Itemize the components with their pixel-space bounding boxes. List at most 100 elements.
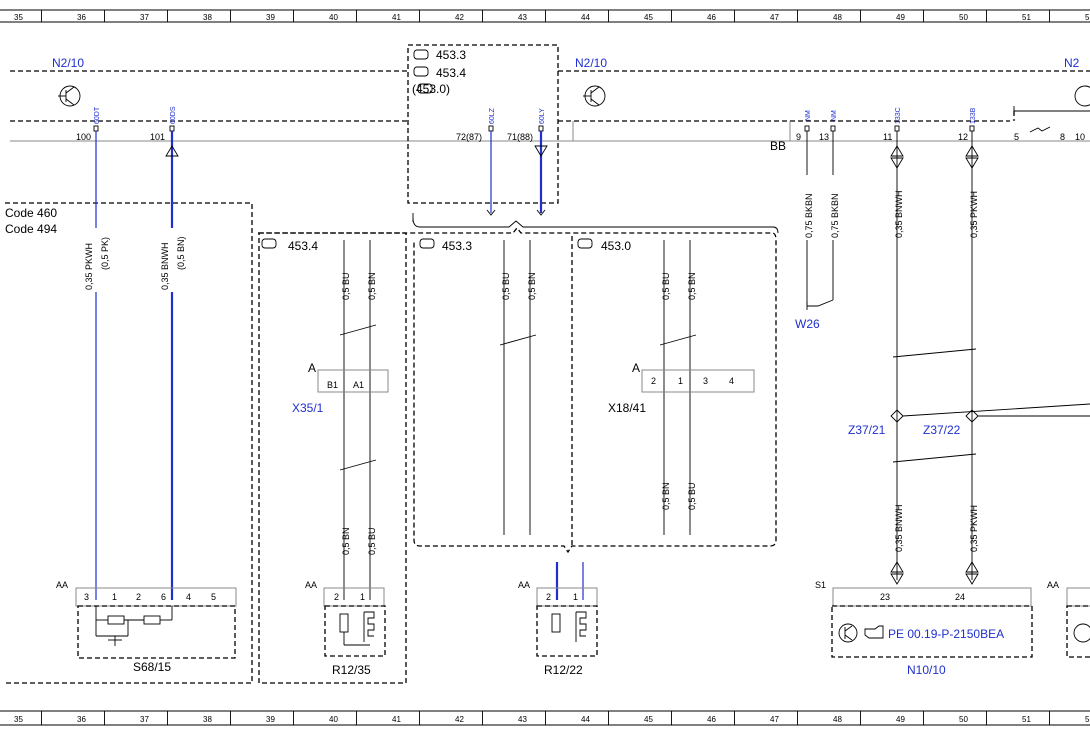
ruler-label: 52 (1085, 715, 1090, 724)
pin-label: 23 (880, 592, 890, 602)
pin-label: 6 (161, 592, 166, 602)
ruler-label: 51 (1022, 715, 1031, 724)
pin-13: 13 (819, 132, 829, 142)
car-icon (419, 238, 435, 249)
connector-aa: AA (56, 580, 68, 590)
wire-60ly (534, 131, 548, 216)
ruler-label: 35 (14, 715, 23, 724)
wire-code: 133C (895, 107, 902, 124)
pin-72: 72(87) (456, 132, 482, 142)
pin-label: 2 (136, 592, 141, 602)
partial-component-right: AA (1047, 580, 1090, 658)
w26-harness: 0,75 BKBN 0,75 BKBN W26 (795, 131, 840, 331)
wire-label: 0,5 BN (367, 272, 377, 300)
wire-label: 0,5 BU (501, 272, 511, 300)
wire-code: 60DT (94, 106, 101, 124)
pin-10: 10 (1075, 132, 1085, 142)
ruler-label: 39 (266, 13, 275, 22)
wire-label: (0,5 BN) (176, 236, 186, 270)
pin-11: 11 (883, 132, 892, 142)
component-label-x18-41: X18/41 (608, 401, 646, 415)
ruler-label: 41 (392, 13, 401, 22)
code-label: Code 494 (5, 222, 57, 236)
pin-label: 1 (360, 592, 365, 602)
ruler-label: 35 (14, 13, 23, 22)
code-label: Code 460 (5, 206, 57, 220)
section-453-0: 453.0 0,5 BU 0,5 BN A 2 1 3 4 X18/41 0,5… (571, 236, 755, 546)
component-label-s68-15: S68/15 (133, 660, 171, 674)
pin-label: 2 (546, 592, 551, 602)
reference-link[interactable]: PE 00.19-P-2150BEA (888, 627, 1004, 641)
wire-label: 0,35 PKWH (969, 505, 979, 552)
component-label-w26: W26 (795, 317, 820, 331)
ruler-label: 43 (518, 715, 527, 724)
ruler-label: 39 (266, 715, 275, 724)
pointing-hand-icon (864, 625, 884, 639)
ruler-label: 38 (203, 13, 212, 22)
ruler-label: 46 (707, 715, 716, 724)
pin-label: 5 (211, 592, 216, 602)
car-icon (413, 66, 429, 77)
n2-10-module: N2/10 N2/10 N2 (10, 56, 1090, 153)
section-453-4: 453.4 0,5 BU 0,5 BN A B1 A1 X35/1 0,5 BN… (258, 232, 407, 684)
connector-aa: AA (305, 580, 317, 590)
top-ruler: 353637383940414243444546474849505152 (0, 9, 1090, 23)
wire-label: 0,35 BNWH (894, 190, 904, 238)
ruler-label: 49 (896, 13, 905, 22)
ruler-label: 47 (770, 715, 779, 724)
ruler-label: 45 (644, 715, 653, 724)
wire-label: 0,35 BNWH (160, 242, 170, 290)
pin-8: 8 (1060, 132, 1065, 142)
wire-label: 0,75 BKBN (804, 193, 814, 238)
pin-label: 4 (729, 376, 734, 386)
wire-code: 60LY (539, 108, 546, 124)
pin-label: 3 (84, 592, 89, 602)
wire-code: NM (831, 110, 838, 121)
wire-code: 60LZ (489, 107, 496, 124)
component-label-z37-21: Z37/21 (848, 423, 886, 437)
section-453-3: 453.3 0,5 BU 0,5 BN (258, 213, 779, 554)
variant-item: (453.0) (412, 82, 450, 96)
ruler-label: 50 (959, 715, 968, 724)
n10-10-module: S1 23 24 PE 00.19-P-2150BEA N10/10 (815, 580, 1033, 677)
code-box: Code 460 Code 494 (5, 202, 253, 684)
car-icon (577, 238, 593, 249)
pin-5: 5 (1014, 132, 1019, 142)
ruler-label: 51 (1022, 13, 1031, 22)
pin-label: 2 (651, 376, 656, 386)
car-icon (261, 238, 277, 249)
section-label: 453.0 (601, 239, 631, 253)
transistor-icon (838, 623, 858, 643)
pin-label: 4 (186, 592, 191, 602)
component-label-n10-10: N10/10 (907, 663, 946, 677)
variant-box: 453.3 453.4 (453.0) (407, 44, 559, 204)
pin-100: 100 (76, 132, 91, 142)
wire-label: 0,35 BNWH (894, 504, 904, 552)
ruler-label: 48 (833, 715, 842, 724)
wire-label: 0,5 BN (341, 527, 351, 555)
connector-aa: AA (1047, 580, 1059, 590)
connector-a: A (308, 361, 316, 375)
top-pin-row (93, 125, 975, 132)
car-icon (417, 83, 433, 94)
connector-a: A (632, 361, 640, 375)
connector-s1: S1 (815, 580, 826, 590)
module-label-n2: N2 (1064, 56, 1080, 70)
pin-12: 12 (958, 132, 968, 142)
ruler-label: 38 (203, 715, 212, 724)
component-label-r12-22: R12/22 (544, 663, 583, 677)
wire-label: 0,5 BN (687, 272, 697, 300)
wire-pkwh: 0,35 PKWH (0,5 PK) (84, 131, 110, 600)
pin-label: 1 (112, 592, 117, 602)
ruler-label: 52 (1085, 13, 1090, 22)
wire-label: 0,5 BU (367, 527, 377, 555)
ruler-label: 40 (329, 13, 338, 22)
pin-label: 24 (955, 592, 965, 602)
pin-101: 101 (150, 132, 165, 142)
section-label: 453.3 (442, 239, 472, 253)
ruler-label: 43 (518, 13, 527, 22)
section-label: 453.4 (288, 239, 318, 253)
connector-bb: BB (770, 139, 786, 153)
pin-71: 71(88) (507, 132, 533, 142)
wire-label: 0,35 PKWH (969, 191, 979, 238)
